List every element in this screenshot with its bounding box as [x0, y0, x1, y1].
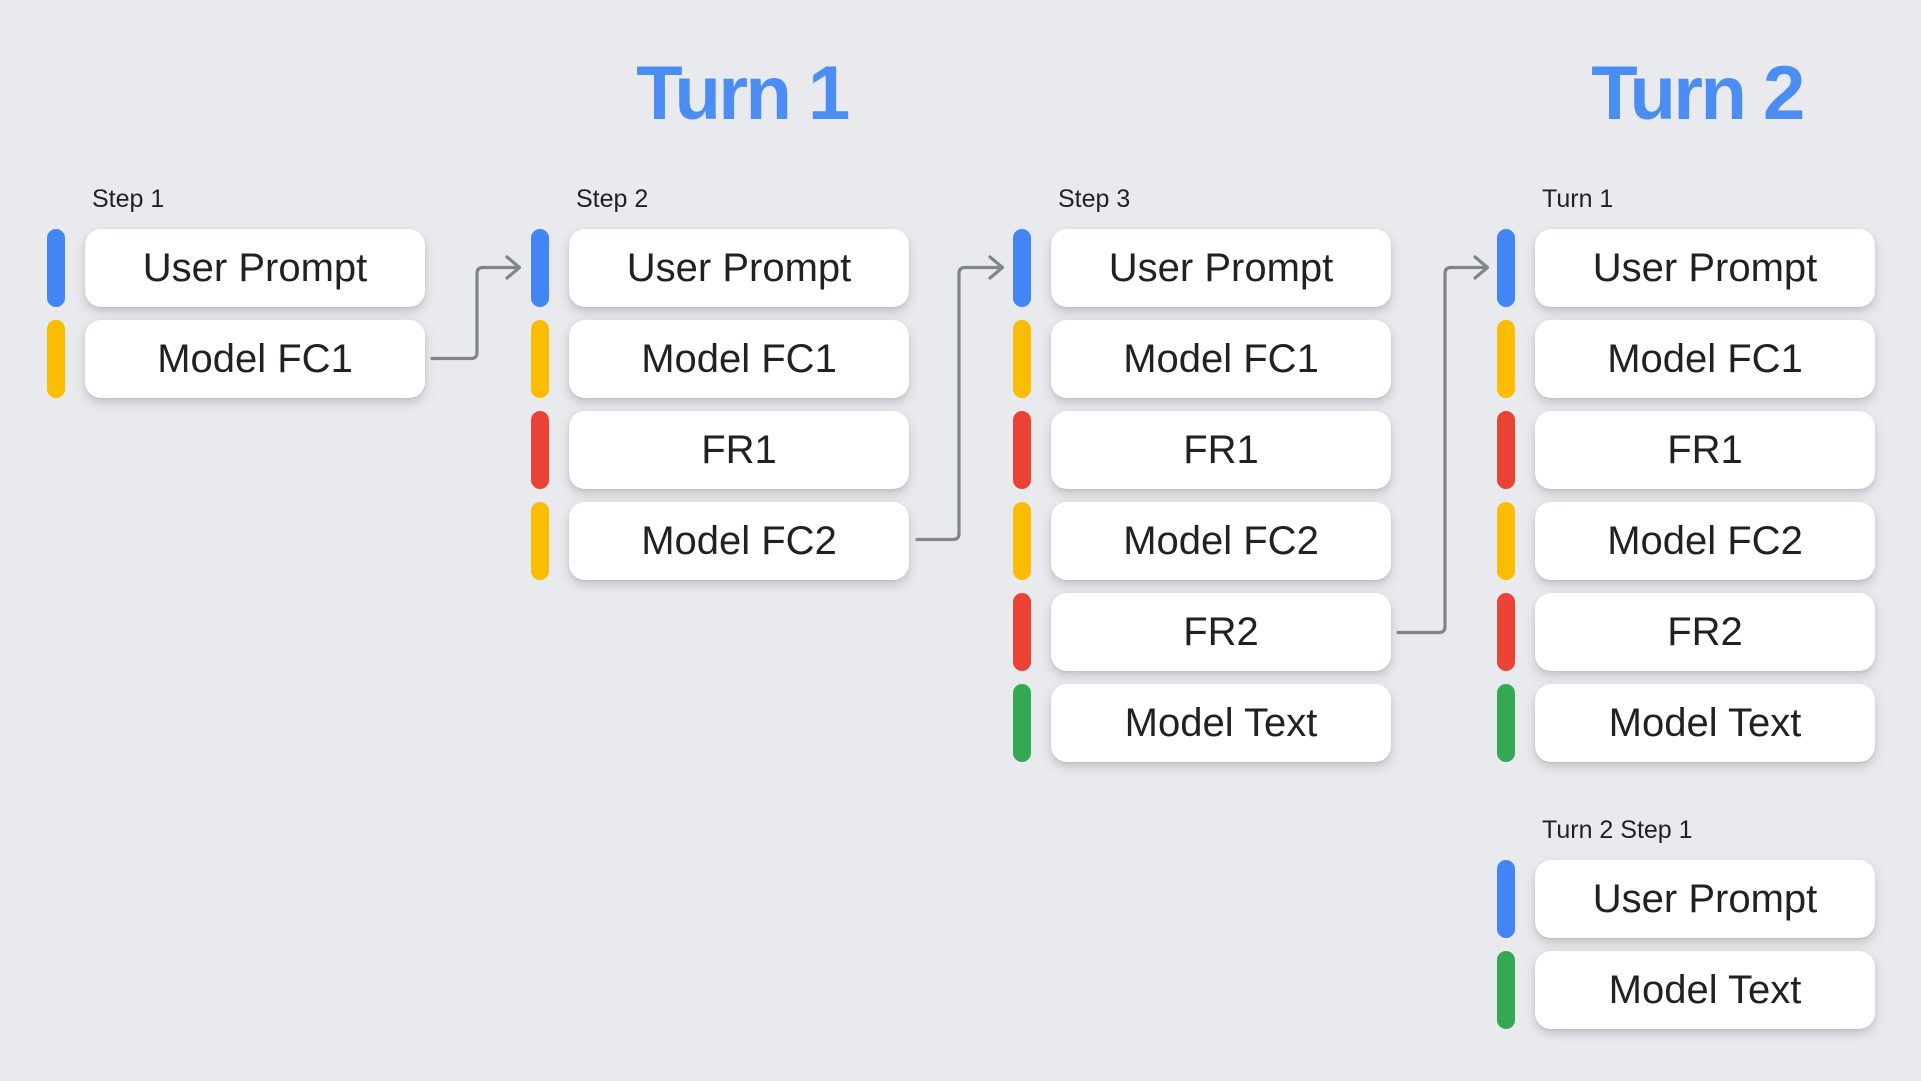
message-box-label: User Prompt — [1592, 245, 1818, 290]
model-fc2-color-bar — [531, 502, 549, 580]
message-row: FR1 — [1497, 411, 1875, 489]
user-prompt-color-bar — [531, 229, 549, 307]
turn-1-title: Turn 1 — [636, 51, 850, 136]
message-box-label: Model FC2 — [641, 518, 837, 563]
message-row: Model FC1 — [531, 320, 909, 398]
message-row: User Prompt — [531, 229, 909, 307]
model-fc1-color-bar — [531, 320, 549, 398]
message-row: FR1 — [531, 411, 909, 489]
message-row: Model FC2 — [1013, 502, 1391, 580]
message-row: Model Text — [1497, 684, 1875, 762]
message-box-label: User Prompt — [1592, 876, 1818, 921]
message-row: User Prompt — [1497, 229, 1875, 307]
message-rows: User Prompt Model FC1 FR1 Model FC2 FR2 … — [1013, 229, 1391, 762]
message-box-user-prompt: User Prompt — [85, 229, 425, 307]
message-rows: User Prompt Model FC1 — [47, 229, 425, 398]
column-label: Step 2 — [576, 185, 649, 213]
message-box-user-prompt: User Prompt — [1535, 229, 1875, 307]
message-box-label: Model FC1 — [641, 336, 837, 381]
fr2-color-bar — [1013, 593, 1031, 671]
column-label: Turn 2 Step 1 — [1542, 816, 1693, 844]
message-box-label: User Prompt — [142, 245, 368, 290]
column-label: Step 1 — [92, 185, 165, 213]
message-row: Model FC1 — [1013, 320, 1391, 398]
message-row: Model Text — [1497, 951, 1875, 1029]
message-box-label: Model Text — [1124, 700, 1318, 745]
message-box-fr1: FR1 — [569, 411, 909, 489]
message-box-model-text: Model Text — [1051, 684, 1391, 762]
message-box-model-fc1: Model FC1 — [1535, 320, 1875, 398]
message-box-model-fc1: Model FC1 — [569, 320, 909, 398]
message-box-label: Model Text — [1608, 700, 1802, 745]
model-fc1-color-bar — [47, 320, 65, 398]
column-label: Turn 1 — [1542, 185, 1614, 213]
fr1-color-bar — [1497, 411, 1515, 489]
model-text-color-bar — [1497, 684, 1515, 762]
fr1-color-bar — [1013, 411, 1031, 489]
message-row: User Prompt — [47, 229, 425, 307]
message-box-fr2: FR2 — [1051, 593, 1391, 671]
message-box-label: FR1 — [701, 427, 777, 472]
message-row: User Prompt — [1013, 229, 1391, 307]
model-fc1-color-bar — [1013, 320, 1031, 398]
message-row: User Prompt — [1497, 860, 1875, 938]
message-box-user-prompt: User Prompt — [1535, 860, 1875, 938]
message-box-model-fc1: Model FC1 — [85, 320, 425, 398]
arrow-step3-fr2-to-turn1-userprompt — [1396, 255, 1490, 635]
message-row: Model FC1 — [1497, 320, 1875, 398]
message-box-label: FR1 — [1667, 427, 1743, 472]
fr1-color-bar — [531, 411, 549, 489]
arrow-step2-modelfc2-to-step3-userprompt — [915, 255, 1005, 542]
message-box-fr1: FR1 — [1051, 411, 1391, 489]
model-fc2-color-bar — [1497, 502, 1515, 580]
fr2-color-bar — [1497, 593, 1515, 671]
message-box-label: FR2 — [1183, 609, 1259, 654]
message-box-label: Model FC1 — [1123, 336, 1319, 381]
message-box-model-fc2: Model FC2 — [1535, 502, 1875, 580]
message-rows: User Prompt Model Text — [1497, 860, 1875, 1029]
message-box-fr2: FR2 — [1535, 593, 1875, 671]
turn-2-title: Turn 2 — [1591, 51, 1805, 136]
user-prompt-color-bar — [1013, 229, 1031, 307]
user-prompt-color-bar — [1497, 229, 1515, 307]
message-box-label: User Prompt — [626, 245, 852, 290]
message-row: FR2 — [1013, 593, 1391, 671]
model-text-color-bar — [1497, 951, 1515, 1029]
column-label: Step 3 — [1058, 185, 1131, 213]
message-box-model-fc1: Model FC1 — [1051, 320, 1391, 398]
arrow-step1-modelfc1-to-step2-userprompt — [430, 255, 522, 361]
model-text-color-bar — [1013, 684, 1031, 762]
message-row: Model Text — [1013, 684, 1391, 762]
message-box-label: User Prompt — [1108, 245, 1334, 290]
message-box-label: Model FC1 — [1607, 336, 1803, 381]
user-prompt-color-bar — [47, 229, 65, 307]
message-box-user-prompt: User Prompt — [1051, 229, 1391, 307]
model-fc1-color-bar — [1497, 320, 1515, 398]
message-rows: User Prompt Model FC1 FR1 Model FC2 — [531, 229, 909, 580]
message-box-label: Model FC2 — [1123, 518, 1319, 563]
message-box-model-text: Model Text — [1535, 951, 1875, 1029]
message-box-model-fc2: Model FC2 — [569, 502, 909, 580]
message-box-user-prompt: User Prompt — [569, 229, 909, 307]
message-box-label: Model FC1 — [157, 336, 353, 381]
message-box-label: FR2 — [1667, 609, 1743, 654]
message-box-model-text: Model Text — [1535, 684, 1875, 762]
model-fc2-color-bar — [1013, 502, 1031, 580]
message-row: FR2 — [1497, 593, 1875, 671]
message-box-model-fc2: Model FC2 — [1051, 502, 1391, 580]
message-row: Model FC2 — [1497, 502, 1875, 580]
message-row: FR1 — [1013, 411, 1391, 489]
message-rows: User Prompt Model FC1 FR1 Model FC2 FR2 … — [1497, 229, 1875, 762]
message-box-label: Model Text — [1608, 967, 1802, 1012]
message-box-fr1: FR1 — [1535, 411, 1875, 489]
message-row: Model FC1 — [47, 320, 425, 398]
message-box-label: Model FC2 — [1607, 518, 1803, 563]
message-box-label: FR1 — [1183, 427, 1259, 472]
message-row: Model FC2 — [531, 502, 909, 580]
user-prompt-color-bar — [1497, 860, 1515, 938]
